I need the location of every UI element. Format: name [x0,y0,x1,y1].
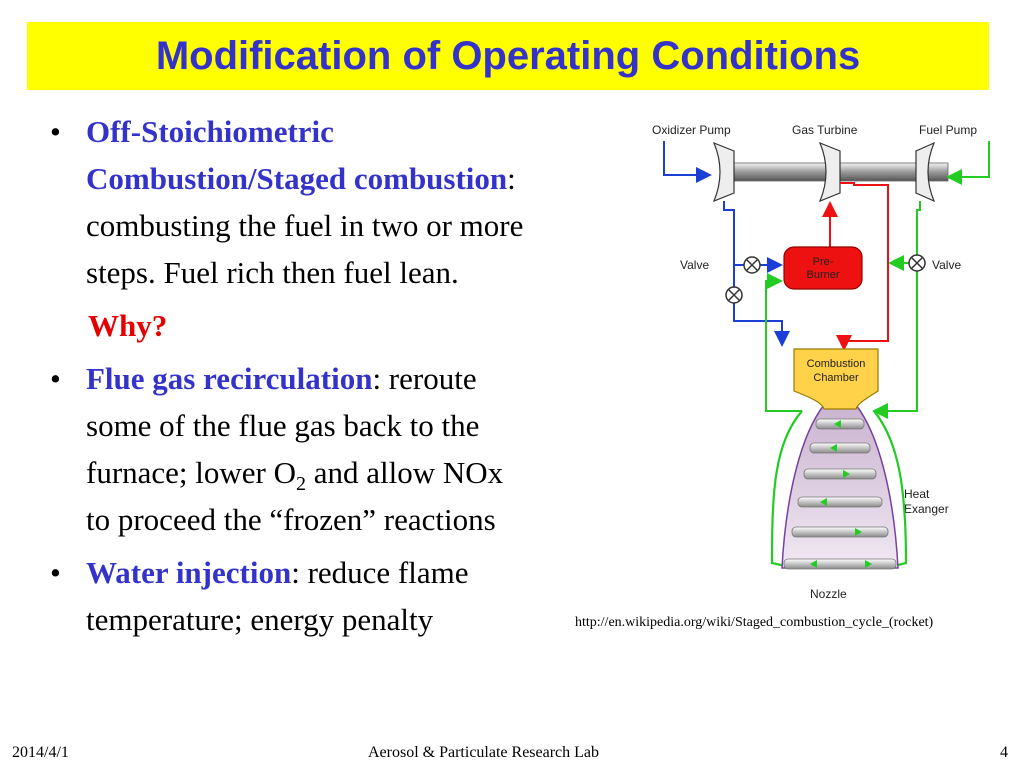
oxidizer-inlet-line [663,141,712,183]
why-question: Why? [88,308,168,343]
label-gas-turbine: Gas Turbine [792,123,858,137]
label-heat-exchanger-1: Heat [904,487,930,501]
heat-exchanger-coil [791,526,889,538]
bullet-text: : reroute [372,361,477,396]
bullet-staged-combustion: • Off-Stoichiometric Combustion/Staged c… [50,108,650,296]
title-bar: Modification of Operating Conditions [27,22,989,90]
slide-title: Modification of Operating Conditions [155,33,861,78]
fuel-return-line [765,273,802,412]
label-preburner-2: Burner [806,269,839,281]
label-combustion-chamber-1: Combustion [807,358,866,370]
nozzle-bell [781,404,899,569]
label-valve-right: Valve [932,258,961,272]
label-fuel-pump: Fuel Pump [919,123,977,137]
valve-icon [908,254,926,272]
bullet-text-line: steps. Fuel rich then fuel lean. [86,255,459,290]
oxidizer-pump-icon [712,141,735,203]
gas-turbine-icon [818,141,841,203]
valve-icon [725,286,743,304]
colon: : [507,161,516,196]
bullet-list: • Off-Stoichiometric Combustion/Staged c… [50,108,650,649]
flow-arrow-icon [855,528,862,536]
bullet-text-line: combusting the fuel in two or more [86,208,524,243]
bullet-text: : reduce flame [291,555,469,590]
bullet-text-line: some of the flue gas back to the [86,408,480,443]
flow-arrow-icon [843,470,850,478]
flow-arrow-icon [834,420,841,428]
fuel-feed-line [872,201,921,419]
bullet-water-injection: • Water injection: reduce flame temperat… [50,549,650,643]
valve-icon [743,256,761,274]
label-valve-left: Valve [680,258,709,272]
combustion-chamber [793,348,879,410]
fuel-inlet-line [946,141,990,185]
bullet-dot: • [50,361,61,396]
source-url: http://en.wikipedia.org/wiki/Staged_comb… [575,615,934,630]
label-nozzle: Nozzle [810,587,847,601]
fuel-pump-icon [915,141,936,203]
subscript-2: 2 [296,473,307,496]
keyword-off-stoichiometric: Off-Stoichiometric [86,114,334,149]
bullet-text-line: temperature; energy penalty [86,602,434,637]
footer-page-number: 4 [1000,744,1008,761]
label-preburner-1: Pre- [813,256,834,268]
heat-exchanger-coil [783,558,897,570]
heat-exchanger-coil [803,468,877,480]
bullet-text: furnace; lower O [86,455,297,490]
footer-lab-name: Aerosol & Particulate Research Lab [368,744,600,761]
label-heat-exchanger-2: Exanger [904,502,949,516]
preburner [783,246,863,290]
staged-combustion-diagram: Oxidizer Pump Gas Turbine Fuel Pump Valv… [652,123,990,601]
flow-arrow-icon [830,444,837,452]
flow-arrow-icon [810,560,817,568]
cooling-jacket-right [873,410,908,570]
keyword-water-injection: Water injection [86,555,292,590]
bullet-text-line: to proceed the “frozen” reactions [86,502,496,537]
bullet-dot: • [50,555,61,590]
flow-arrow-icon [820,498,827,506]
flow-arrow-icon [865,560,872,568]
keyword-staged-combustion: Combustion/Staged combustion [86,161,508,196]
bullet-flue-gas: • Flue gas recirculation: reroute some o… [50,355,650,543]
label-oxidizer-pump: Oxidizer Pump [652,123,731,137]
turbine-exhaust-line [836,182,889,351]
bullet-dot: • [50,114,61,149]
heat-exchanger-coil [809,442,871,454]
footer-date: 2014/4/1 [12,744,69,761]
heat-exchanger-coil [797,496,883,508]
cooling-jacket-left [770,410,803,570]
keyword-flue-gas-recirculation: Flue gas recirculation [86,361,373,396]
bullet-text: and allow NOx [306,455,504,490]
label-combustion-chamber-2: Chamber [813,372,859,384]
